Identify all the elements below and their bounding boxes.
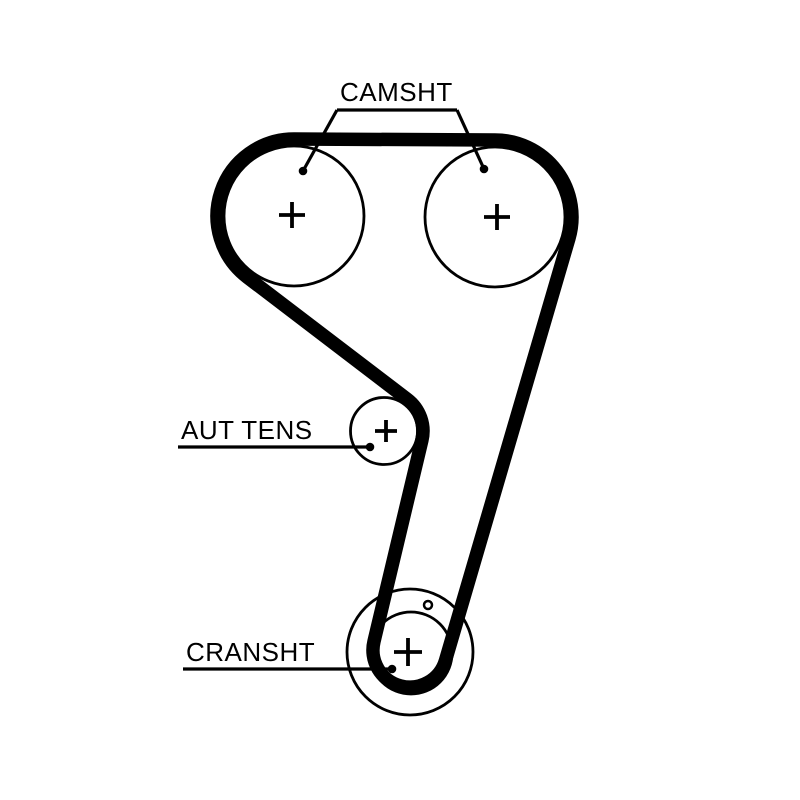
camshaft-label: CAMSHT — [340, 77, 453, 107]
camshaft-right-leader-dot — [479, 164, 489, 174]
crankshaft-center-mark-icon — [394, 638, 422, 666]
crankshaft-label: CRANSHT — [186, 637, 316, 667]
camshaft-left-leader-dot — [298, 166, 308, 176]
camshaft-left-center-mark-icon — [279, 202, 305, 228]
crankshaft-timing-mark-icon — [422, 599, 434, 611]
camshaft-pulley-right — [423, 145, 567, 289]
tensioner-center-mark-icon — [375, 420, 397, 442]
timing-belt — [210, 132, 579, 694]
camshaft-leader-left — [301, 109, 339, 172]
crankshaft-leader-dot — [387, 664, 397, 674]
camshaft-leader-right — [455, 109, 486, 170]
tensioner-leader-dot — [365, 442, 375, 452]
camshaft-right-center-mark-icon — [484, 204, 510, 230]
tensioner-label: AUT TENS — [181, 415, 313, 445]
crankshaft-pulley-outer — [345, 587, 475, 717]
camshaft-pulley-left — [222, 144, 366, 288]
